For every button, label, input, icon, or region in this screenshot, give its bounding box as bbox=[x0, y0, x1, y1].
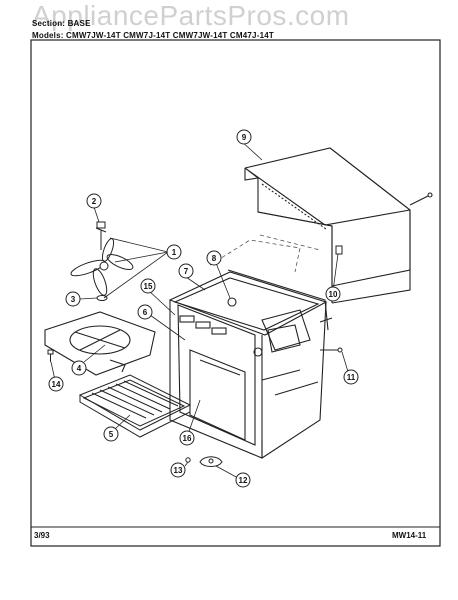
screw-14 bbox=[47, 349, 54, 362]
oven-chassis bbox=[168, 269, 333, 459]
callout-15 bbox=[140, 278, 156, 294]
stirrer-fan bbox=[70, 238, 134, 296]
callout-text-4: 4 bbox=[77, 364, 82, 373]
callout-numbers: 1 2 3 4 5 6 7 8 9 10 11 12 13 14 15 16 bbox=[52, 133, 356, 485]
footer-code: MW14-11 bbox=[392, 531, 427, 540]
callout-text-6: 6 bbox=[143, 308, 148, 317]
callout-11 bbox=[343, 369, 359, 385]
callout-text-10: 10 bbox=[329, 290, 338, 299]
stirrer-shaft bbox=[95, 221, 107, 250]
callout-13 bbox=[170, 462, 186, 478]
callout-7 bbox=[178, 263, 194, 279]
callout-12 bbox=[235, 472, 251, 488]
section-label: Section: BASE bbox=[32, 19, 91, 28]
clip-10 bbox=[335, 245, 343, 255]
callout-text-13: 13 bbox=[174, 466, 183, 475]
alignment-dashes bbox=[209, 234, 321, 273]
screw-11 bbox=[320, 347, 343, 353]
callout-1 bbox=[166, 244, 182, 260]
footer-date: 3/93 bbox=[34, 531, 50, 540]
callout-text-14: 14 bbox=[52, 380, 61, 389]
callout-text-8: 8 bbox=[212, 254, 217, 263]
foot-part bbox=[199, 456, 223, 467]
callout-text-3: 3 bbox=[71, 295, 76, 304]
callout-8 bbox=[206, 250, 222, 266]
diagram-frame bbox=[30, 39, 441, 547]
stirrer-cover bbox=[44, 311, 156, 376]
callout-16 bbox=[179, 430, 195, 446]
outer-cabinet bbox=[244, 147, 433, 304]
callout-text-7: 7 bbox=[184, 267, 189, 276]
callout-14 bbox=[48, 376, 64, 392]
callout-10 bbox=[325, 286, 341, 302]
callout-2 bbox=[86, 193, 102, 209]
models-label: Models: CMW7JW-14T CMW7J-14T CMW7JW-14T … bbox=[32, 31, 274, 40]
callouts bbox=[48, 129, 359, 488]
callout-3 bbox=[65, 291, 81, 307]
washer bbox=[96, 295, 108, 301]
callout-6 bbox=[137, 304, 153, 320]
screw-13 bbox=[185, 457, 191, 463]
watermark: AppliancePartsPros.com bbox=[32, 0, 350, 31]
callout-text-11: 11 bbox=[347, 373, 356, 382]
callout-4 bbox=[71, 360, 87, 376]
callout-text-15: 15 bbox=[144, 282, 153, 291]
callout-5 bbox=[103, 426, 119, 442]
callout-text-9: 9 bbox=[242, 133, 247, 142]
callout-text-1: 1 bbox=[172, 248, 177, 257]
callout-text-12: 12 bbox=[239, 476, 248, 485]
callout-text-16: 16 bbox=[183, 434, 192, 443]
oven-rack bbox=[78, 374, 192, 438]
callout-text-2: 2 bbox=[92, 197, 97, 206]
callout-text-5: 5 bbox=[109, 430, 114, 439]
callout-9 bbox=[236, 129, 252, 145]
